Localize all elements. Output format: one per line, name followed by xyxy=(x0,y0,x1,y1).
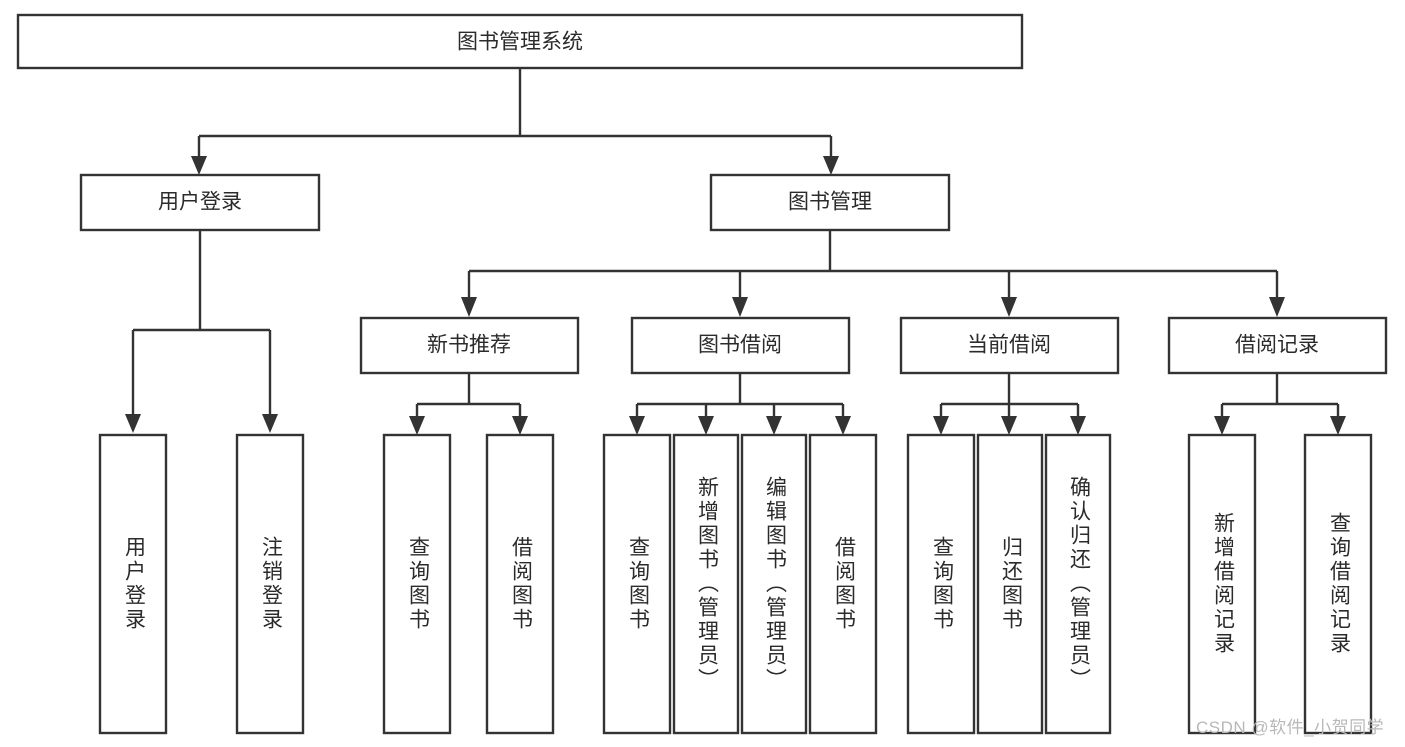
book-borrow-box[interactable] xyxy=(630,316,851,375)
arrow-to-new-book xyxy=(461,297,477,317)
borrow-record-box[interactable] xyxy=(1167,316,1388,375)
arrow-to-leaf-query-book-a xyxy=(409,416,425,435)
root-label: 图书管理系统 xyxy=(457,31,583,54)
leaf-box-borrow-book-a[interactable] xyxy=(485,433,555,735)
leaf-box-query-record[interactable] xyxy=(1303,433,1373,735)
leaf-box-confirm-return[interactable] xyxy=(1044,433,1112,735)
root-box[interactable] xyxy=(16,13,1024,70)
csdn-watermark: CSDN @软件_小贺同学 xyxy=(1196,718,1385,737)
arrow-to-leaf-return-book xyxy=(1001,416,1017,435)
new-book-recommend-label: 新书推荐 xyxy=(427,334,511,357)
arrow-to-leaf-logout xyxy=(262,414,278,433)
node-root[interactable]: 图书管理系统 xyxy=(16,13,1024,70)
node-borrow-record[interactable]: 借阅记录 xyxy=(1167,316,1388,375)
connector-borrow-record-to-leaves xyxy=(1214,373,1346,435)
borrow-record-label: 借阅记录 xyxy=(1235,334,1319,357)
connector-book-borrow-to-leaves xyxy=(629,373,851,435)
node-new-book-recommend[interactable]: 新书推荐 xyxy=(359,316,580,375)
connector-new-book-to-leaves xyxy=(409,373,528,435)
arrow-to-leaf-query-book-c xyxy=(933,416,949,435)
leaf-box-borrow-book-b[interactable] xyxy=(808,433,878,735)
arrow-to-leaf-confirm-return xyxy=(1070,416,1086,435)
arrow-to-borrow-record xyxy=(1269,297,1285,317)
arrow-to-current-borrow xyxy=(1001,297,1017,317)
arrow-to-user-login xyxy=(191,156,207,175)
arrow-to-leaf-borrow-book-b xyxy=(835,416,851,435)
node-book-manage[interactable]: 图书管理 xyxy=(709,173,951,232)
arrow-to-book-manage xyxy=(823,156,839,175)
connector-book-manage-to-level3 xyxy=(461,230,1285,317)
arrow-to-book-borrow xyxy=(732,297,748,317)
arrow-to-leaf-borrow-book-a xyxy=(512,416,528,435)
leaf-box-add-book[interactable] xyxy=(672,433,740,735)
node-user-login[interactable]: 用户登录 xyxy=(79,173,321,232)
user-login-label: 用户登录 xyxy=(158,191,242,214)
book-borrow-label: 图书借阅 xyxy=(698,334,782,357)
connector-user-login-to-leaves xyxy=(125,230,278,433)
arrow-to-leaf-user-login xyxy=(125,414,141,433)
leaf-box-query-book-a[interactable] xyxy=(382,433,452,735)
node-book-borrow[interactable]: 图书借阅 xyxy=(630,316,851,375)
arrow-to-leaf-edit-book xyxy=(766,416,782,435)
node-current-borrow[interactable]: 当前借阅 xyxy=(899,316,1120,375)
book-manage-box[interactable] xyxy=(709,173,951,232)
current-borrow-box[interactable] xyxy=(899,316,1120,375)
arrow-to-leaf-query-book-b xyxy=(629,416,645,435)
connector-root-to-level2 xyxy=(191,68,839,175)
leaf-box-return-book[interactable] xyxy=(976,433,1044,735)
leaf-box-user-login[interactable] xyxy=(98,433,168,735)
leaf-box-query-book-c[interactable] xyxy=(906,433,976,735)
arrow-to-leaf-add-book xyxy=(698,416,714,435)
arrow-to-leaf-query-record xyxy=(1330,416,1346,435)
book-manage-label: 图书管理 xyxy=(788,191,872,214)
current-borrow-label: 当前借阅 xyxy=(967,334,1051,357)
new-book-recommend-box[interactable] xyxy=(359,316,580,375)
leaf-box-add-record[interactable] xyxy=(1187,433,1257,735)
leaf-box-edit-book[interactable] xyxy=(740,433,808,735)
connector-current-borrow-to-leaves xyxy=(933,373,1086,435)
leaf-box-logout[interactable] xyxy=(235,433,305,735)
arrow-to-leaf-add-record xyxy=(1214,416,1230,435)
leaf-box-query-book-b[interactable] xyxy=(602,433,672,735)
